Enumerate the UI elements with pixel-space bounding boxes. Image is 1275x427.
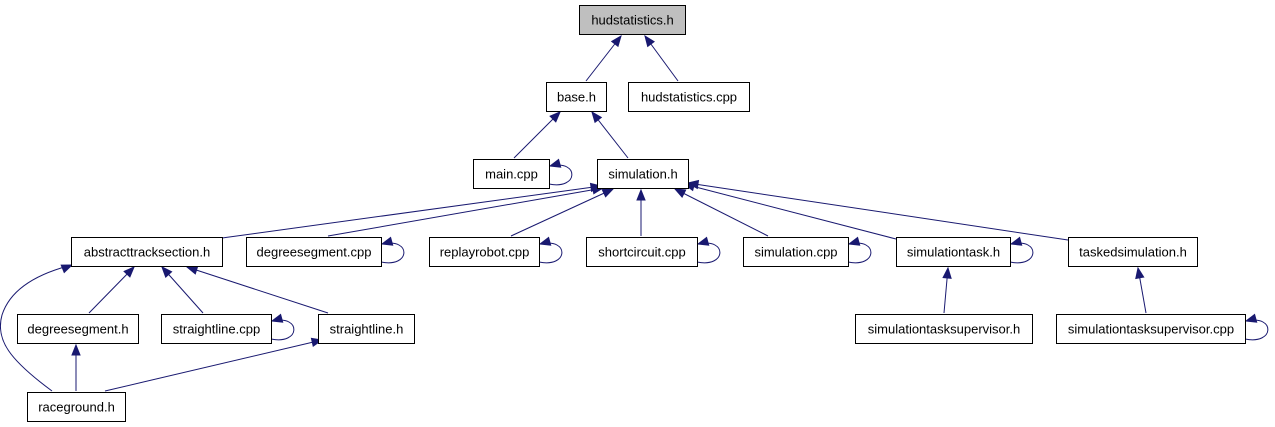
- edge-degreesegment-cpp-to-simulation-h: [327, 185, 605, 237]
- node-degreesegment-cpp[interactable]: degreesegment.cpp: [246, 237, 382, 267]
- node-replayrobot-cpp[interactable]: replayrobot.cpp: [429, 237, 540, 267]
- node-label: hudstatistics.h: [591, 13, 673, 28]
- node-label: taskedsimulation.h: [1079, 245, 1187, 260]
- edge-simulationtask-h-to-simulation-h: [682, 182, 897, 240]
- node-label: straightline.h: [330, 322, 404, 337]
- node-label: simulationtasksupervisor.cpp: [1068, 322, 1234, 337]
- edge-raceground-h-to-straightline-h: [104, 337, 324, 392]
- edge-raceground-h-to-degreesegment-h: [71, 343, 81, 391]
- node-label: degreesegment.h: [27, 322, 128, 337]
- self-loop-simulationtasksupervisor-cpp: [1244, 313, 1269, 341]
- node-label: degreesegment.cpp: [257, 245, 372, 260]
- edge-shortcircuit-cpp-to-simulation-h: [636, 188, 646, 236]
- node-raceground-h[interactable]: raceground.h: [27, 392, 126, 422]
- node-hudstatistics-h[interactable]: hudstatistics.h: [579, 5, 686, 35]
- node-simulationtasksupervisor-h[interactable]: simulationtasksupervisor.h: [855, 314, 1033, 344]
- edge-main-cpp-to-base-h: [513, 111, 561, 159]
- edge-simulation-h-to-base-h: [591, 110, 629, 159]
- node-label: simulationtasksupervisor.h: [868, 322, 1020, 337]
- node-shortcircuit-cpp[interactable]: shortcircuit.cpp: [586, 237, 698, 267]
- self-loop-simulation-cpp: [847, 236, 872, 264]
- self-loop-replayrobot-cpp: [538, 236, 563, 264]
- node-simulationtasksupervisor-cpp[interactable]: simulationtasksupervisor.cpp: [1056, 314, 1246, 344]
- self-loop-degreesegment-cpp: [380, 236, 405, 264]
- edge-hudstatistics-cpp-to-hudstatistics-h: [644, 34, 679, 82]
- edge-replayrobot-cpp-to-simulation-h: [510, 188, 615, 237]
- edge-base-h-to-hudstatistics-h: [585, 34, 622, 82]
- edge-raceground-h-to-abstracttracksection-h: [0, 264, 74, 392]
- self-loop-simulationtask-h: [1009, 236, 1034, 264]
- edge-simulationtasksupervisor-h-to-simulationtask-h: [942, 266, 952, 314]
- self-loop-straightline-cpp: [270, 313, 295, 341]
- self-loop-shortcircuit-cpp: [696, 236, 721, 264]
- node-label: abstracttracksection.h: [84, 245, 210, 260]
- node-simulationtask-h[interactable]: simulationtask.h: [896, 237, 1011, 267]
- node-main-cpp[interactable]: main.cpp: [473, 159, 550, 189]
- edge-taskedsimulation-h-to-simulation-h: [686, 179, 1069, 241]
- edge-simulation-cpp-to-simulation-h: [673, 188, 769, 237]
- node-abstracttracksection-h[interactable]: abstracttracksection.h: [71, 237, 223, 267]
- node-degreesegment-h[interactable]: degreesegment.h: [17, 314, 139, 344]
- edge-straightline-cpp-to-abstracttracksection-h: [161, 265, 204, 314]
- node-straightline-cpp[interactable]: straightline.cpp: [161, 314, 272, 344]
- node-label: shortcircuit.cpp: [598, 245, 685, 260]
- nodes: hudstatistics.h base.h hudstatistics.cpp ma…: [17, 5, 1246, 422]
- node-label: main.cpp: [485, 167, 538, 182]
- node-simulation-h[interactable]: simulation.h: [597, 159, 689, 189]
- node-simulation-cpp[interactable]: simulation.cpp: [743, 237, 849, 267]
- self-loop-main-cpp: [548, 158, 573, 186]
- edge-degreesegment-h-to-abstracttracksection-h: [88, 266, 135, 314]
- node-label: hudstatistics.cpp: [641, 90, 737, 105]
- node-hudstatistics-cpp[interactable]: hudstatistics.cpp: [628, 82, 750, 112]
- node-base-h[interactable]: base.h: [546, 82, 607, 112]
- edge-simulationtasksupervisor-cpp-to-taskedsimulation-h: [1135, 266, 1147, 314]
- edge-abstracttracksection-h-to-simulation-h: [221, 182, 603, 239]
- node-label: replayrobot.cpp: [440, 245, 530, 260]
- edges: [0, 34, 1269, 392]
- node-straightline-h[interactable]: straightline.h: [318, 314, 415, 344]
- node-label: simulation.h: [608, 167, 677, 182]
- node-label: raceground.h: [38, 400, 115, 415]
- node-label: straightline.cpp: [173, 322, 260, 337]
- node-label: simulationtask.h: [907, 245, 1000, 260]
- node-taskedsimulation-h[interactable]: taskedsimulation.h: [1068, 237, 1198, 267]
- edge-straightline-h-to-abstracttracksection-h: [185, 265, 329, 314]
- node-label: simulation.cpp: [754, 245, 837, 260]
- node-label: base.h: [557, 90, 596, 105]
